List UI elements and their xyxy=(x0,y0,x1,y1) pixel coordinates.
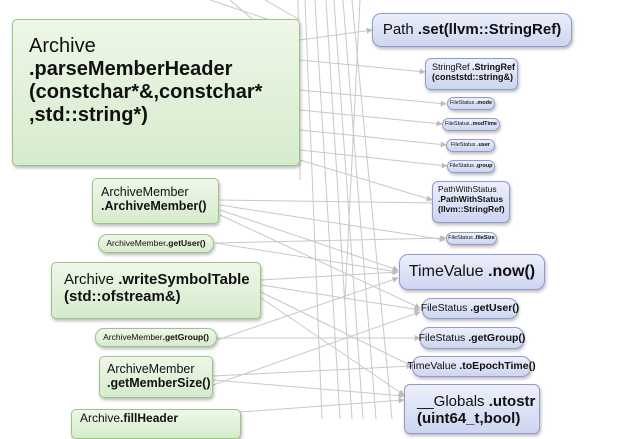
call-edge xyxy=(325,0,353,420)
call-graph-diagram: Archive .parseMemberHeader (constchar*&,… xyxy=(12,0,572,439)
node-class-label: TimeValue xyxy=(407,360,457,373)
node-class-label: Archive xyxy=(29,35,96,57)
node-class-label: Archive xyxy=(64,271,115,288)
node-class-label: FileStatus xyxy=(449,163,474,170)
call-edge xyxy=(299,159,433,202)
node-path-set[interactable]: Path .set(llvm::StringRef) xyxy=(372,13,572,47)
call-edge xyxy=(214,235,447,244)
node-filestatus-group[interactable]: FileStatus .group xyxy=(447,160,495,173)
node-method-label: .getMemberSize() xyxy=(107,376,211,391)
node-stringref-ctor[interactable]: StringRef .StringRef (conststd::string&) xyxy=(425,58,518,90)
call-edge xyxy=(239,397,405,413)
call-edge xyxy=(344,0,361,301)
node-class-label: FileStatus xyxy=(418,331,466,344)
call-edge xyxy=(219,204,446,243)
node-method-label: .StringRef xyxy=(472,62,516,72)
node-archive-parsemembernheader[interactable]: Archive .parseMemberHeader (constchar*&,… xyxy=(12,19,300,166)
node-filestatus-filesize[interactable]: FileStatus .fileSize xyxy=(446,232,497,245)
call-edge xyxy=(264,0,301,21)
node-class-label: Path xyxy=(382,21,414,39)
node-method-label: .ArchiveMember() xyxy=(101,199,207,214)
call-edge xyxy=(214,242,399,275)
node-args-label: (conststd::string&) xyxy=(432,72,513,83)
node-args-label: (llvm::StringRef) xyxy=(438,203,505,214)
node-archivemember-getuser[interactable]: ArchiveMember.getUser() xyxy=(98,234,214,253)
call-edge xyxy=(333,0,364,420)
node-method-label: .PathWithStatus xyxy=(438,193,504,204)
node-filestatus-user[interactable]: FileStatus .user xyxy=(446,139,495,152)
node-class-label: StringRef xyxy=(432,62,470,72)
call-edge xyxy=(304,0,323,420)
call-edges xyxy=(209,0,448,420)
node-class-label: ArchiveMember xyxy=(103,331,163,342)
call-edge xyxy=(260,269,399,281)
node-method-label: .modTime xyxy=(471,121,497,128)
node-class-label: ArchiveMember xyxy=(101,185,189,199)
node-class-label: FileStatus xyxy=(420,302,468,315)
call-edge xyxy=(299,59,426,75)
node-title-row: StringRef .StringRef xyxy=(432,62,517,72)
call-edge xyxy=(299,129,447,148)
node-class-label: FileStatus xyxy=(450,142,476,149)
node-timevalue-toepochtime[interactable]: TimeValue .toEpochTime() xyxy=(407,356,536,377)
node-filestatus-modtime[interactable]: FileStatus .modTime xyxy=(442,118,500,131)
call-edge xyxy=(299,89,447,107)
node-class-label: ArchiveMember xyxy=(107,362,195,376)
node-method-label: .writeSymbolTable xyxy=(118,271,250,288)
node-method-label: .mode xyxy=(475,100,493,107)
node-method-label: .getGroup() xyxy=(162,331,209,342)
node-method-label: .toEpochTime() xyxy=(459,360,536,373)
node-method-label: .getUser() xyxy=(165,237,206,248)
node-archivemember-getgroup[interactable]: ArchiveMember.getGroup() xyxy=(95,328,217,347)
node-class-label: Archive xyxy=(80,411,121,425)
node-method-label: .utostr xyxy=(488,393,536,410)
call-edge xyxy=(219,214,421,309)
node-class-label: FileStatus xyxy=(445,121,470,128)
node-class-label: FileStatus xyxy=(448,235,473,242)
call-edge xyxy=(260,297,405,396)
call-edge xyxy=(212,363,413,377)
node-method-label: .group xyxy=(475,163,493,170)
node-method-label: .fillHeader xyxy=(120,411,179,425)
call-edge xyxy=(216,276,399,341)
node-globals-utostr[interactable]: __Globals .utostr (uint64_t,bool) xyxy=(404,384,540,434)
node-filestatus-getuser[interactable]: FileStatus .getUser() xyxy=(420,298,520,319)
node-method-label: .fileSize xyxy=(474,235,495,242)
node-method-label: .parseMemberHeader xyxy=(29,58,233,80)
node-method-label: .set(llvm::StringRef) xyxy=(417,21,562,39)
node-args-label: (uint64_t,bool) xyxy=(417,410,521,428)
call-edge xyxy=(342,0,377,420)
call-edge xyxy=(299,149,448,169)
call-edge xyxy=(351,0,393,420)
node-archivemember-ctor[interactable]: ArchiveMember .ArchiveMember() xyxy=(92,178,219,224)
node-filestatus-getgroup[interactable]: FileStatus .getGroup() xyxy=(418,327,526,349)
node-timevalue-now[interactable]: TimeValue .now() xyxy=(399,254,545,290)
node-title-row: Archive .writeSymbolTable xyxy=(64,271,260,288)
node-archivemember-getmembersize[interactable]: ArchiveMember .getMemberSize() xyxy=(99,356,213,398)
node-archive-writesymboltable[interactable]: Archive .writeSymbolTable (std::ofstream… xyxy=(51,262,261,319)
node-args-label: (constchar*&,constchar* xyxy=(29,81,263,103)
call-edge xyxy=(219,209,399,272)
call-edge xyxy=(260,291,413,367)
node-class-label: ArchiveMember xyxy=(106,237,166,248)
call-edge xyxy=(212,379,405,399)
node-title-row: __Globals .utostr xyxy=(417,393,539,410)
call-edge xyxy=(299,27,373,41)
node-method-label: .getUser() xyxy=(470,302,520,315)
node-method-label: .getGroup() xyxy=(468,331,526,344)
node-class-label: PathWithStatus xyxy=(438,184,497,194)
node-class-label: TimeValue xyxy=(408,262,484,280)
node-class-label: FileStatus xyxy=(449,100,475,107)
node-archive-fillheader[interactable]: Archive.fillHeader xyxy=(71,409,241,439)
node-method-label: .now() xyxy=(488,262,536,280)
call-edge xyxy=(212,310,421,386)
node-pathwithstatus-ctor[interactable]: PathWithStatus .PathWithStatus (llvm::St… xyxy=(432,181,510,223)
node-args-label: (std::ofstream&) xyxy=(64,288,181,306)
node-class-label: __Globals xyxy=(417,393,485,410)
call-edge xyxy=(299,109,443,127)
node-method-label: .user xyxy=(476,142,491,149)
call-edge xyxy=(219,199,441,206)
node-args-label: ,std::string*) xyxy=(29,104,148,126)
node-filestatus-mode[interactable]: FileStatus .mode xyxy=(447,97,495,110)
